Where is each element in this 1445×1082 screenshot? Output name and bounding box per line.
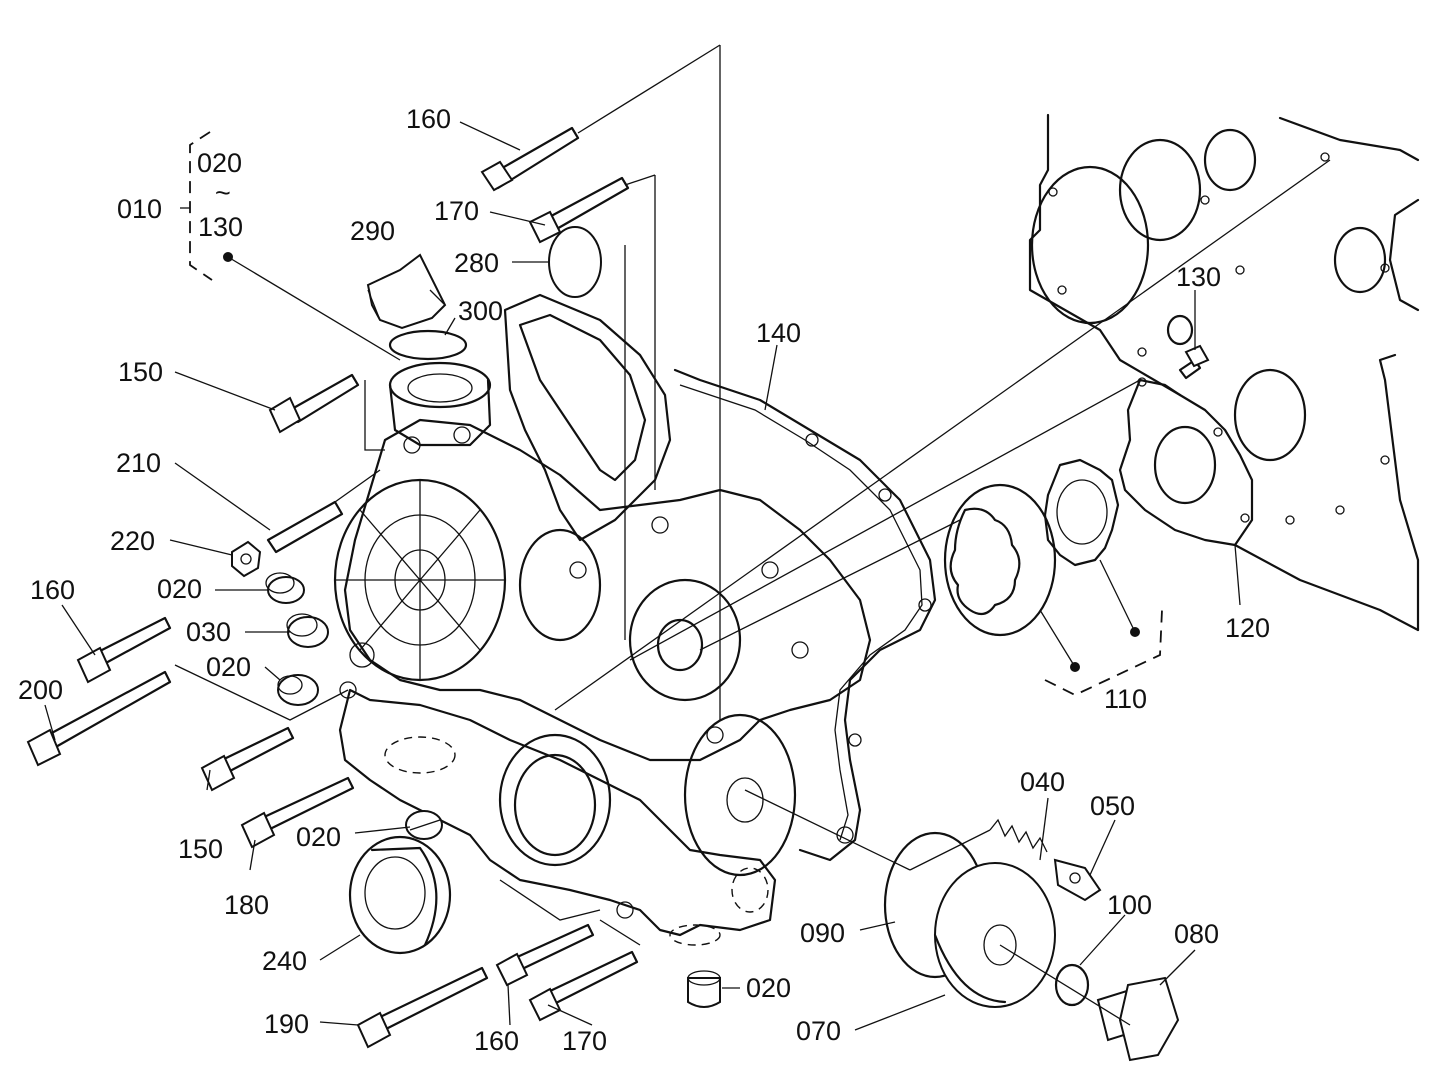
nut-220 [231,540,262,578]
callout-210: 210 [116,448,161,478]
plug-020-d [687,970,721,1008]
plug-080 [1096,976,1180,1062]
callout-170-bottom: 170 [562,1026,607,1056]
callout-140: 140 [756,318,801,348]
callout-020-top: 020 [197,148,242,178]
callout-010: 010 [117,194,162,224]
callout-240: 240 [262,946,307,976]
callout-050: 050 [1090,791,1135,821]
callout-190: 190 [264,1009,309,1039]
bolt-130-right [1178,344,1210,380]
callout-labels: 160 020 ~ 130 010 170 290 280 300 140 15… [18,104,1270,1056]
bolt-160-bottom [495,923,595,987]
gasket-140 [673,368,937,862]
bolt-180 [240,776,355,849]
callout-070: 070 [796,1016,841,1046]
callout-150-lower: 150 [178,834,223,864]
callout-180: 180 [224,890,269,920]
callout-020-a: 020 [157,574,202,604]
callout-290: 290 [350,216,395,246]
oil-seal-240 [348,835,452,955]
ribbed-cover-plate [333,478,507,682]
callout-170-top: 170 [434,196,479,226]
callout-tilde: ~ [215,178,231,208]
callout-150-left: 150 [118,357,163,387]
assembly-center-lines [174,44,1331,1026]
o-ring-300 [388,329,468,361]
plug-020-b [277,674,319,706]
callout-130-left: 130 [198,212,243,242]
callout-020-c: 020 [296,822,341,852]
callout-120: 120 [1225,613,1270,643]
plug-020-a [265,572,305,604]
bolt-170-top [528,176,630,244]
cap-280 [548,226,602,298]
oil-pump-outer-rotor [943,483,1057,637]
callout-100: 100 [1107,890,1152,920]
callout-200: 200 [18,675,63,705]
bolt-170-bottom [528,950,639,1022]
callout-300: 300 [458,296,503,326]
gear-case-housing [338,293,872,946]
callout-020-b: 020 [206,652,251,682]
o-ring-100 [1054,963,1090,1007]
callout-160-top: 160 [406,104,451,134]
callout-130-right: 130 [1176,262,1221,292]
spring-040 [989,818,1048,853]
bolt-150-left [268,373,360,434]
bolt-150-lower [200,726,295,792]
bolt-160-top [480,126,580,192]
bracket-010 [189,131,213,281]
callout-040: 040 [1020,767,1065,797]
callout-090: 090 [800,918,845,948]
callout-280: 280 [454,248,499,278]
oil-cap-290 [366,253,447,330]
callout-160-bottom: 160 [474,1026,519,1056]
callout-leaders [44,121,1241,1031]
callout-110: 110 [1104,684,1147,714]
bracket-110 [1044,609,1163,697]
callout-030: 030 [186,617,231,647]
bush-030 [286,613,329,648]
callout-160-left: 160 [30,575,75,605]
cover-070 [933,862,1056,1008]
callout-080: 080 [1174,919,1219,949]
gasket-120 [1118,377,1254,547]
callout-220: 220 [110,526,155,556]
engine-block-plate [1028,113,1420,632]
stud-210 [266,500,344,554]
bolt-190 [356,966,489,1049]
callout-020-d: 020 [746,973,791,1003]
valve-050 [1053,858,1102,902]
oil-pump-inner-rotor [1043,458,1120,567]
bolt-200 [26,670,172,767]
